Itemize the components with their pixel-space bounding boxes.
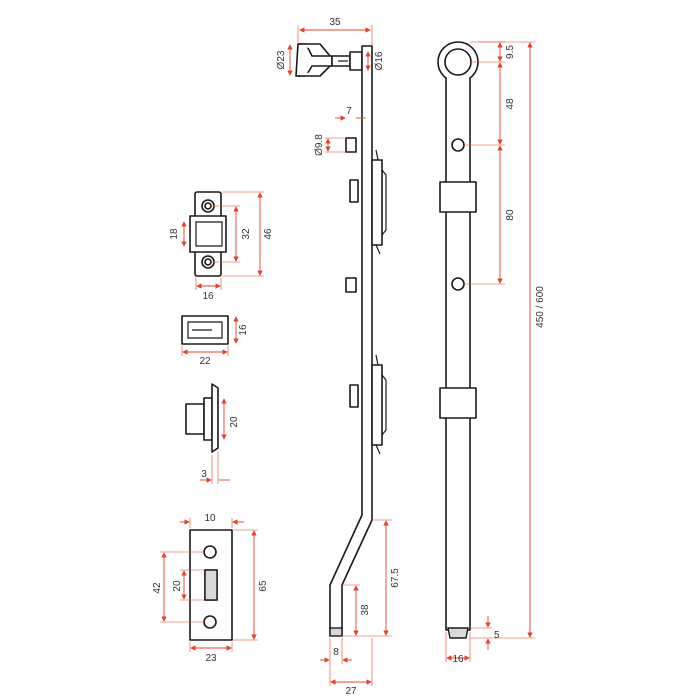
dim-keeper-width: 16 [202,291,214,302]
dim-bracket-thickness: 3 [201,469,207,480]
bolt-bracket [185,383,219,453]
dim-strike-overall: 42 [152,582,163,594]
dim-rod-hole-spacing: 80 [505,209,516,221]
dim-handle-width: 35 [329,17,341,28]
dim-rod-diameter: 16 [452,654,464,665]
dim-guide-offset: 7 [346,106,352,117]
rod-collar-lower [439,387,477,419]
side-view-rod [295,43,387,637]
strike-plate [189,529,233,641]
dim-strike-base-width: 23 [205,653,217,664]
dim-rod-first-spacing: 48 [505,98,516,110]
dim-keeper-holes: 32 [241,228,252,240]
dimension-lines [160,25,535,686]
front-view-rod [437,41,479,639]
dim-bracket-height: 20 [229,416,240,428]
dim-strike-width: 10 [204,513,216,524]
dim-strike-slot: 20 [172,580,183,592]
dim-strike-height: 65 [258,580,269,592]
dim-foot-width: 8 [333,647,339,658]
guide-bracket-upper [349,149,387,255]
dim-keeper-inner: 18 [169,228,180,240]
dim-rod-top: 9.5 [505,45,516,59]
dimension-labels: 35 Ø23 Ø16 7 Ø9.8 18 32 46 16 16 22 20 3… [152,17,546,697]
dim-foot-height: 38 [360,604,371,616]
dim-rod-tip: 5 [494,630,500,641]
dim-pin-diameter: Ø9.8 [314,134,325,156]
dim-channel-width: 22 [199,356,211,367]
dim-crank-height: 67.5 [390,568,401,588]
dim-rod-length: 450 / 600 [535,286,546,328]
rod-hole-upper [451,138,465,152]
guide-bracket-lower [349,354,387,455]
rod-hole-lower [451,277,465,291]
dim-neck-diameter: Ø16 [374,51,385,70]
keeper-plate [189,191,227,277]
dim-channel-height: 16 [238,324,249,336]
dim-keeper-height: 46 [263,228,274,240]
dim-knob-diameter: Ø23 [276,50,287,69]
rod-collar-upper [439,181,477,213]
channel-guide [181,315,229,345]
rod-side [329,45,373,636]
dim-crank-offset: 27 [345,686,357,697]
